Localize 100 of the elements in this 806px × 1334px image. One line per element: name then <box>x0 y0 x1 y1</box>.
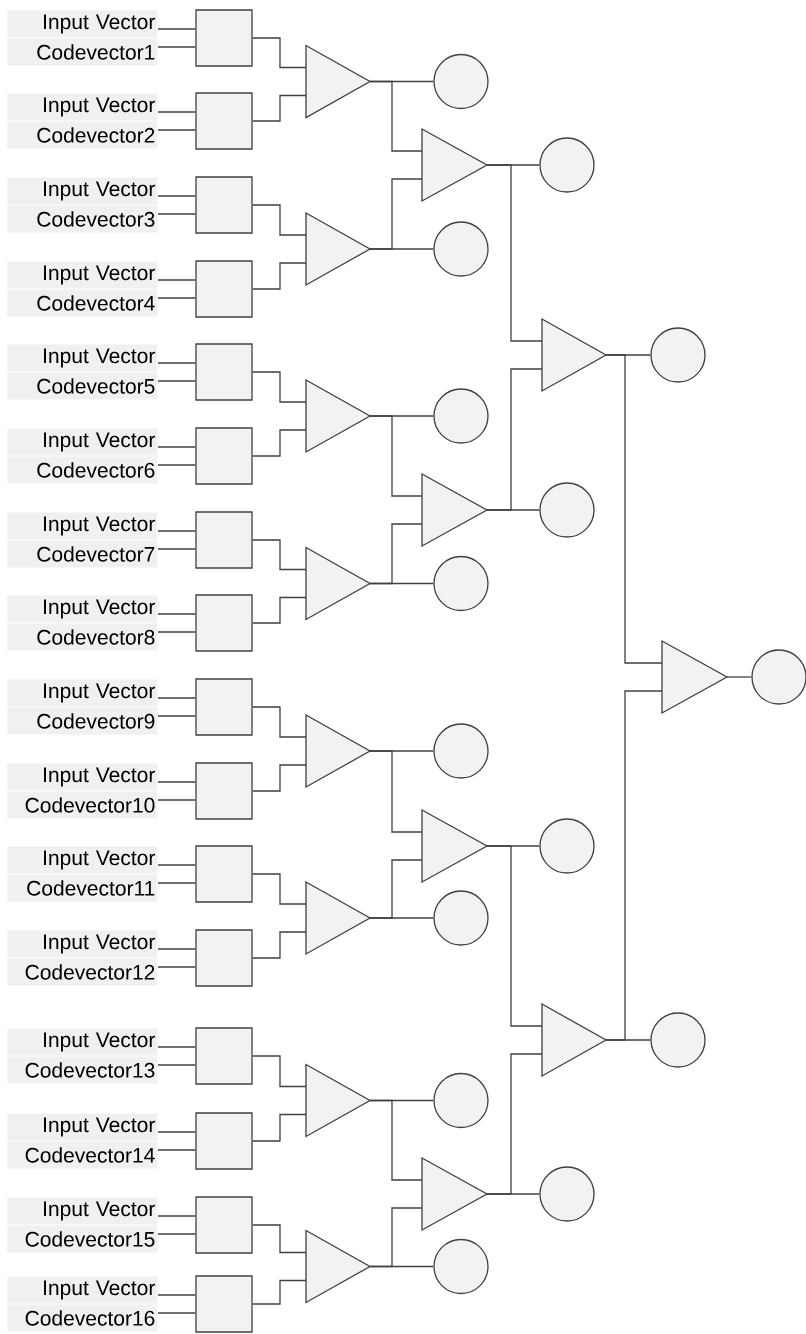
text-label: Input Vector <box>7 846 158 874</box>
block-box <box>195 678 253 736</box>
text-label: Input Vector <box>7 10 158 38</box>
connector-line <box>157 1131 196 1133</box>
triangle <box>305 546 372 621</box>
text-label: Codevector7 <box>7 540 158 568</box>
circle <box>433 221 489 277</box>
text-label: Input Vector <box>7 93 158 121</box>
circle <box>539 818 595 874</box>
text-label: Codevector11 <box>7 874 158 902</box>
connector-line <box>252 1224 307 1254</box>
connector-line <box>157 1233 196 1235</box>
block-box <box>195 343 253 401</box>
triangle <box>305 44 372 119</box>
block-box <box>195 511 253 569</box>
text-label: Codevector6 <box>7 456 158 484</box>
connector-line <box>157 1046 196 1048</box>
connector-line <box>252 764 307 792</box>
connector-line <box>369 1207 423 1268</box>
connector-line <box>157 966 196 968</box>
connector-line <box>252 1279 307 1305</box>
connector-line <box>157 1215 196 1217</box>
connector-line <box>157 781 196 783</box>
connector-line <box>157 548 196 550</box>
connector-line <box>369 178 423 250</box>
text-label: Input Vector <box>7 763 158 791</box>
text-label: Codevector2 <box>7 121 158 149</box>
connector-line <box>157 1294 196 1296</box>
connector-line <box>157 297 196 299</box>
block-box <box>195 1196 253 1254</box>
circle <box>539 137 595 193</box>
connector-line <box>157 1149 196 1151</box>
connector-line <box>157 715 196 717</box>
text-label: Input Vector <box>7 1276 158 1304</box>
circle <box>539 1166 595 1222</box>
text-label: Codevector8 <box>7 623 158 651</box>
connector-line <box>157 380 196 382</box>
connector-line <box>486 845 543 1027</box>
text-label: Codevector12 <box>7 958 158 986</box>
circle <box>751 649 806 705</box>
connector-line <box>157 46 196 48</box>
connector-line <box>157 1312 196 1314</box>
circle <box>539 482 595 538</box>
connector-line <box>252 931 307 959</box>
text-label: Codevector10 <box>7 791 158 819</box>
block-box <box>195 427 253 485</box>
connector-line <box>252 204 307 236</box>
connector-line <box>157 111 196 113</box>
connector-line <box>369 523 423 585</box>
connector-line <box>252 429 307 457</box>
block-box <box>195 929 253 987</box>
connector-line <box>157 631 196 633</box>
connector-line <box>369 415 423 497</box>
connector-line <box>605 354 663 664</box>
connector-line <box>157 195 196 197</box>
block-box <box>195 9 253 67</box>
connector-line <box>157 362 196 364</box>
connector-line <box>157 129 196 131</box>
connector-line <box>369 1099 423 1181</box>
text-label: Input Vector <box>7 261 158 289</box>
connector-line <box>157 530 196 532</box>
connector-line <box>252 371 307 403</box>
circle <box>650 327 706 383</box>
connector-line <box>486 368 543 511</box>
connector-line <box>157 613 196 615</box>
block-box <box>195 845 253 903</box>
connector-line <box>157 948 196 950</box>
block-box <box>195 1027 253 1085</box>
block-box <box>195 1112 253 1170</box>
circle <box>433 555 489 612</box>
block-box <box>195 1275 253 1333</box>
text-label: Codevector5 <box>7 372 158 400</box>
triangle <box>305 1229 372 1304</box>
block-box <box>195 260 253 318</box>
connector-line <box>157 213 196 215</box>
text-label: Input Vector <box>7 428 158 456</box>
text-label: Codevector15 <box>7 1225 158 1253</box>
block-box <box>195 176 253 234</box>
text-label: Input Vector <box>7 1113 158 1141</box>
connector-line <box>252 94 307 122</box>
block-box <box>195 762 253 820</box>
text-label: Input Vector <box>7 679 158 707</box>
circle <box>433 1238 489 1295</box>
connector-line <box>605 690 663 1041</box>
circle <box>433 388 489 444</box>
connector-line <box>157 279 196 281</box>
connector-line <box>252 1113 307 1142</box>
connector-line <box>157 28 196 30</box>
connector-line <box>726 676 752 678</box>
text-label: Input Vector <box>7 512 158 540</box>
connector-line <box>157 464 196 466</box>
text-label: Codevector13 <box>7 1056 158 1084</box>
block-box <box>195 594 253 652</box>
circle <box>433 723 489 779</box>
connector-line <box>252 262 307 290</box>
connector-line <box>157 799 196 801</box>
connector-line <box>157 864 196 866</box>
block-box <box>195 92 253 150</box>
text-label: Codevector14 <box>7 1141 158 1169</box>
connector-line <box>369 80 423 152</box>
